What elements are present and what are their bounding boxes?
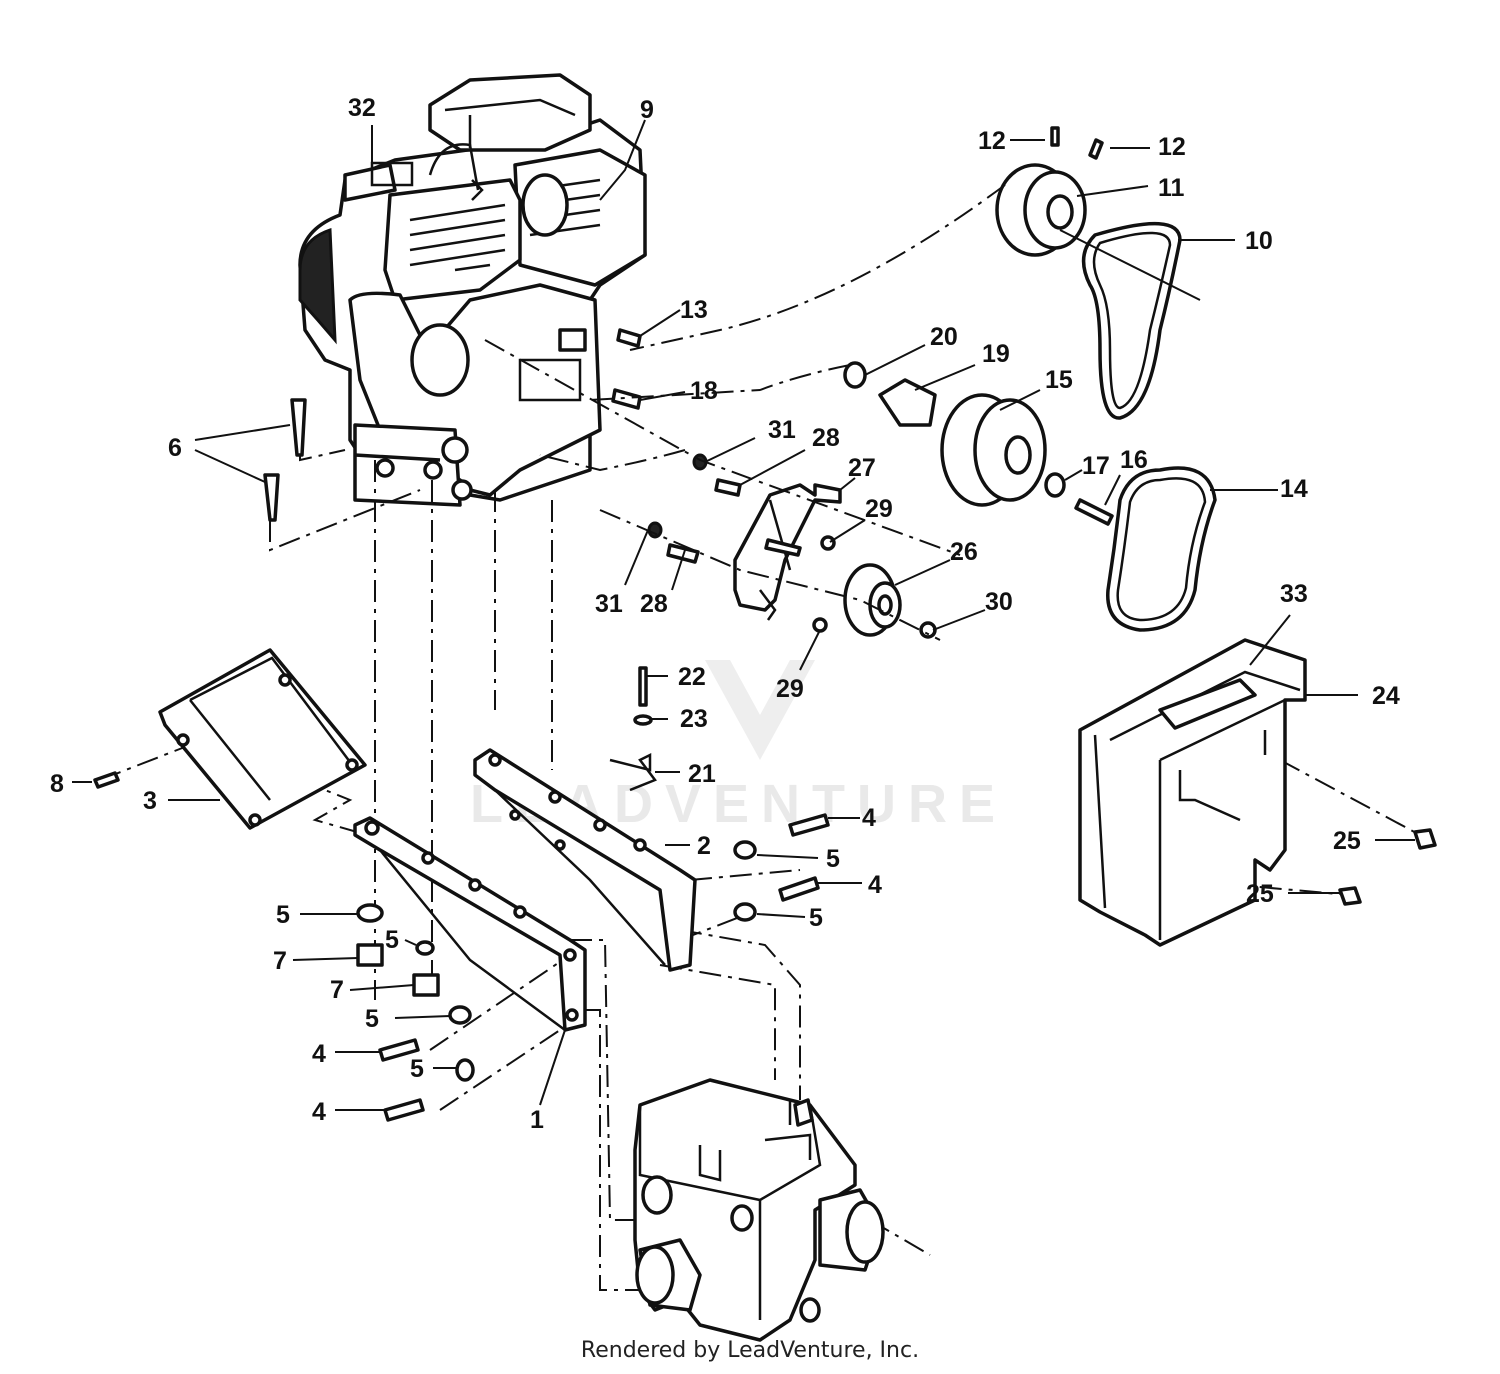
idler-pulley [843,563,902,637]
callout-11: 11 [1158,174,1185,202]
callout-4: 4 [312,1098,326,1126]
washer-5f [455,1058,475,1082]
callout-32: 32 [348,94,376,122]
lockwasher-5a [356,903,384,923]
pin-12a [1050,126,1060,147]
callout-6: 6 [168,434,182,462]
washer-5a-right [733,840,757,860]
callout-5: 5 [410,1055,424,1083]
washer-23 [633,714,653,726]
callout-19: 19 [982,340,1010,368]
nut-25b [1338,886,1362,906]
callout-31: 31 [768,416,796,444]
callout-22: 22 [678,663,706,691]
washer-17 [1044,472,1066,498]
right-bracket [473,748,697,972]
callout-5: 5 [276,901,290,929]
callout-5: 5 [365,1005,379,1033]
callout-20: 20 [930,323,958,351]
washer-5e [448,1005,472,1025]
callout-23: 23 [680,705,708,733]
bolt-28a [714,478,742,497]
callout-29: 29 [776,675,804,703]
callout-13: 13 [680,296,708,324]
callout-15: 15 [1045,366,1073,394]
watermark-logo [705,660,815,760]
callout-25: 25 [1333,827,1361,855]
bolt-4c [378,1038,420,1062]
bolt-4b [778,876,820,902]
callout-12: 12 [978,127,1006,155]
key-18 [611,388,642,410]
nut-7a [356,943,384,967]
upper-pulley [995,163,1087,257]
callout-1: 1 [530,1106,544,1134]
callout-5: 5 [385,926,399,954]
callout-16: 16 [1120,446,1148,474]
callout-29: 29 [865,495,893,523]
callout-7: 7 [273,947,287,975]
callout-4: 4 [868,871,882,899]
pulley-bushing [878,378,937,427]
callout-31: 31 [595,590,623,618]
callout-10: 10 [1245,227,1273,255]
callout-4: 4 [312,1040,326,1068]
engine-assembly [298,73,647,507]
footer-credit: Rendered by LeadVenture, Inc. [580,1338,920,1363]
callout-33: 33 [1280,580,1308,608]
callout-25: 25 [1246,880,1274,908]
spring-31b [647,521,663,539]
washer-5b-right [733,902,757,922]
bolt-6a [290,398,307,457]
nut-25a [1413,828,1437,850]
left-bracket [353,816,587,1032]
bolt-6b [263,473,280,522]
nut-29a [820,535,836,551]
middle-pulley [940,393,1047,507]
nut-7b [412,973,440,997]
washer-20 [843,361,867,389]
callout-30: 30 [985,588,1013,616]
callout-8: 8 [50,770,64,798]
callout-5: 5 [826,845,840,873]
callout-27: 27 [848,454,876,482]
callout-9: 9 [640,96,654,124]
callout-28: 28 [640,590,668,618]
callout-3: 3 [143,787,157,815]
control-link [609,752,657,792]
callout-21: 21 [688,760,716,788]
left-shield [158,648,367,830]
callout-18: 18 [690,377,718,405]
callout-12: 12 [1158,133,1186,161]
screw-8 [93,771,120,789]
bolt-22 [638,666,648,707]
lower-belt [1106,466,1217,632]
callout-14: 14 [1280,475,1308,503]
key-13 [616,328,642,348]
callout-4: 4 [862,804,876,832]
pin-12b [1088,138,1104,160]
callout-2: 2 [697,832,711,860]
lockwasher-5b [415,940,435,956]
upper-belt [1081,221,1182,420]
callout-26: 26 [950,538,978,566]
callout-24: 24 [1372,682,1400,710]
bolt-4d [383,1098,425,1122]
callout-5: 5 [809,904,823,932]
transmission [633,1078,885,1342]
nut-29b [812,617,828,633]
bolt-16 [1074,498,1114,526]
callout-17: 17 [1082,452,1110,480]
bolt-4a [788,813,830,837]
callout-28: 28 [812,424,840,452]
callout-7: 7 [330,976,344,1004]
